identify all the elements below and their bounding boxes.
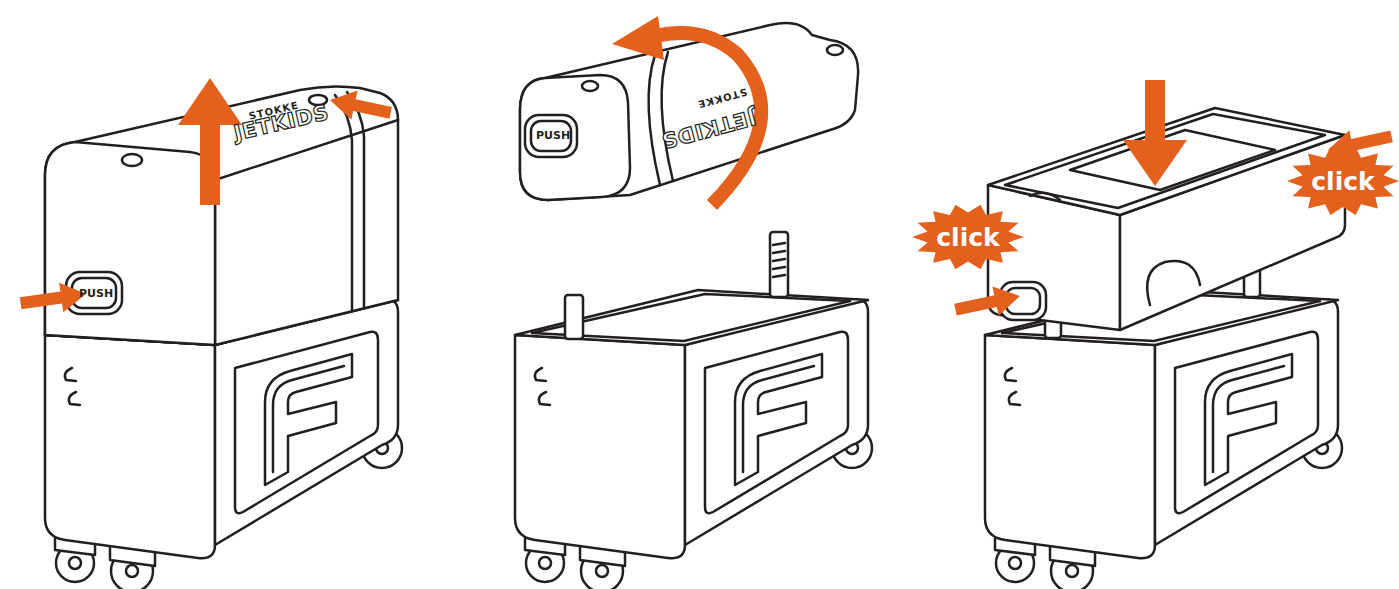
click-text: click <box>936 223 999 252</box>
suitcase-body <box>515 290 872 589</box>
push-button <box>525 115 577 157</box>
posts <box>565 232 788 339</box>
lid-knob <box>122 154 142 166</box>
burst-text-wrap: click <box>912 204 1024 270</box>
burst-text-wrap: click <box>1287 146 1399 216</box>
orange-arrows <box>19 78 394 318</box>
rotate-arrow <box>612 16 761 205</box>
brand-logo: STOKKE <box>696 86 748 109</box>
tray-strap <box>1147 261 1200 305</box>
lid-strap <box>335 95 352 311</box>
lid-strap <box>347 92 364 308</box>
brand-logo: JETKIDS <box>659 106 758 151</box>
lid-end-face <box>520 75 630 200</box>
lid-end-face <box>45 142 215 345</box>
arrow-up <box>178 78 242 205</box>
lid-knob <box>582 81 598 91</box>
lid-knob <box>827 45 843 55</box>
suitcase-body <box>985 290 1342 589</box>
post-spring <box>773 243 785 277</box>
lid-strap <box>649 55 660 185</box>
lid-outline <box>520 23 858 200</box>
click-burst: click <box>1287 146 1399 216</box>
arrow-right <box>19 279 89 318</box>
burst-outline <box>912 205 1024 269</box>
arrow-left <box>327 85 394 127</box>
tray-notch <box>1030 193 1060 200</box>
post <box>770 232 788 297</box>
button-label: PUSH <box>79 288 113 299</box>
push-button-inner <box>531 121 571 151</box>
lid-closed <box>45 86 398 345</box>
rotate-arrow-arc <box>655 33 761 205</box>
post <box>565 295 583 339</box>
lid-outline <box>45 86 398 345</box>
lid-lifted <box>520 23 858 200</box>
click-burst: click <box>912 204 1024 270</box>
burst-outline <box>1287 147 1399 215</box>
arrow-down <box>1123 80 1187 186</box>
rotate-arrow-head <box>612 16 664 60</box>
click-text: click <box>1311 167 1374 196</box>
button-label: PUSH <box>536 130 570 141</box>
arrow-right <box>952 281 1023 324</box>
lid-strap <box>662 52 673 181</box>
